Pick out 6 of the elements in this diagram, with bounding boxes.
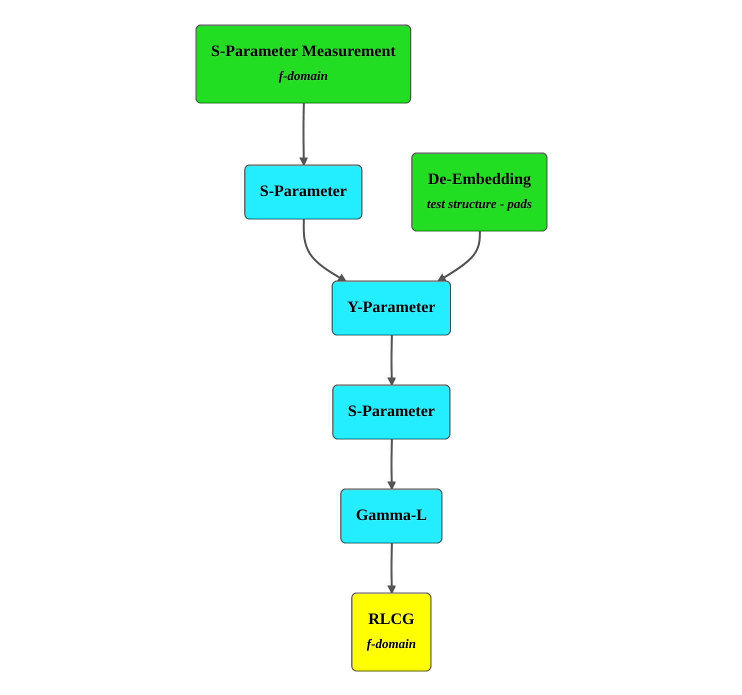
- arrow: [386, 438, 396, 490]
- arrow: [302, 218, 346, 282]
- arrow: [386, 334, 396, 386]
- arrow: [386, 542, 396, 594]
- arrow: [436, 230, 480, 282]
- arrow: [298, 102, 308, 166]
